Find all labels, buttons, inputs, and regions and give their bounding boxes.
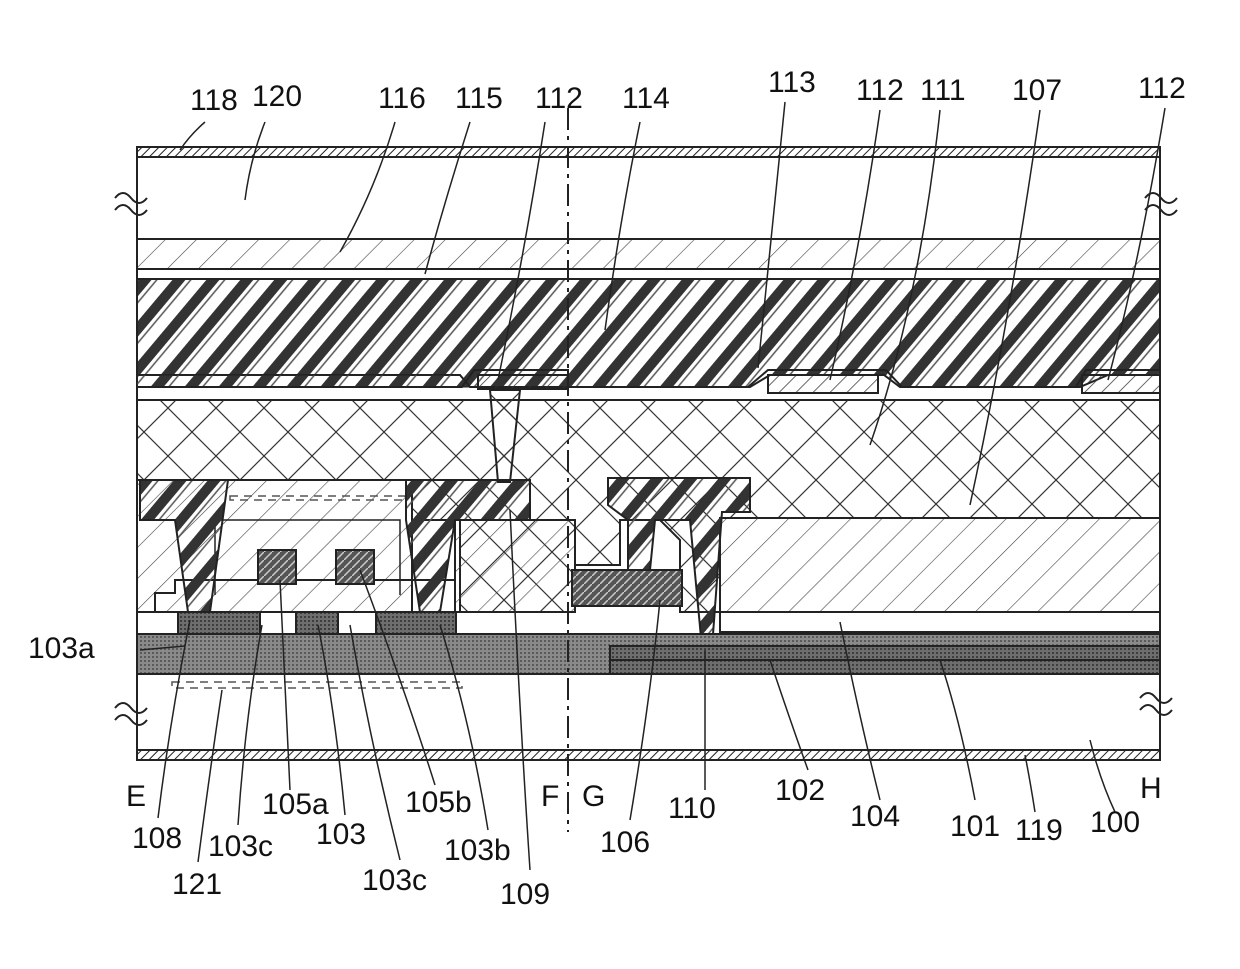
label-104: 104 bbox=[850, 800, 900, 833]
label-114: 114 bbox=[622, 82, 670, 115]
label-108: 108 bbox=[132, 822, 182, 855]
electrode-112-b bbox=[768, 375, 878, 393]
label-107: 107 bbox=[1012, 74, 1062, 107]
substrate-100 bbox=[137, 674, 1160, 750]
label-103: 103 bbox=[316, 818, 366, 851]
label-113: 113 bbox=[768, 66, 816, 99]
gate-105b bbox=[336, 550, 374, 584]
layer-116 bbox=[137, 239, 1160, 269]
label-G: G bbox=[582, 780, 605, 813]
label-116: 116 bbox=[378, 82, 426, 115]
label-112-b: 112 bbox=[856, 74, 904, 107]
label-101: 101 bbox=[950, 810, 1000, 843]
gate-105a bbox=[258, 550, 296, 584]
semiconductor-103b bbox=[376, 612, 456, 634]
label-115: 115 bbox=[455, 82, 503, 115]
layer-119 bbox=[137, 750, 1160, 760]
layer-115 bbox=[137, 269, 1160, 279]
label-112-c: 112 bbox=[1138, 72, 1186, 105]
label-109: 109 bbox=[500, 878, 550, 911]
label-121: 121 bbox=[172, 868, 222, 901]
layer-114 bbox=[137, 279, 1160, 387]
label-100: 100 bbox=[1090, 806, 1140, 839]
top-labels: 118 120 116 115 112 114 113 112 111 107 … bbox=[190, 66, 1186, 117]
bottom-labels: E 108 121 103c 105a 103 103c 105b 103b 1… bbox=[126, 772, 1162, 911]
layer-118 bbox=[137, 147, 1160, 157]
label-103c-a: 103c bbox=[208, 830, 273, 863]
gate-106 bbox=[572, 570, 682, 606]
semiconductor-103c-b bbox=[338, 612, 376, 634]
semiconductor-103c-a bbox=[260, 612, 296, 634]
label-F: F bbox=[541, 780, 559, 813]
label-120: 120 bbox=[252, 80, 302, 113]
semiconductor-103 bbox=[296, 612, 338, 634]
semiconductor-103a bbox=[178, 612, 260, 634]
layer-120 bbox=[137, 157, 1160, 239]
label-103a: 103a bbox=[28, 632, 95, 665]
label-119: 119 bbox=[1015, 814, 1063, 847]
layer-104 bbox=[720, 612, 1160, 632]
label-111: 111 bbox=[920, 74, 966, 107]
electrode-112-a bbox=[478, 375, 568, 389]
label-105a: 105a bbox=[262, 788, 329, 821]
layer-114-bottom bbox=[137, 375, 470, 387]
label-103c-b: 103c bbox=[362, 864, 427, 897]
layer-107 bbox=[720, 518, 1160, 612]
label-H: H bbox=[1140, 772, 1162, 805]
label-103b: 103b bbox=[444, 834, 511, 867]
label-102: 102 bbox=[775, 774, 825, 807]
label-118: 118 bbox=[190, 84, 238, 117]
label-112-a: 112 bbox=[535, 82, 583, 115]
label-110: 110 bbox=[668, 792, 716, 825]
label-106: 106 bbox=[600, 826, 650, 859]
label-105b: 105b bbox=[405, 786, 472, 819]
electrode-112-c bbox=[1082, 375, 1160, 393]
label-E: E bbox=[126, 780, 146, 813]
